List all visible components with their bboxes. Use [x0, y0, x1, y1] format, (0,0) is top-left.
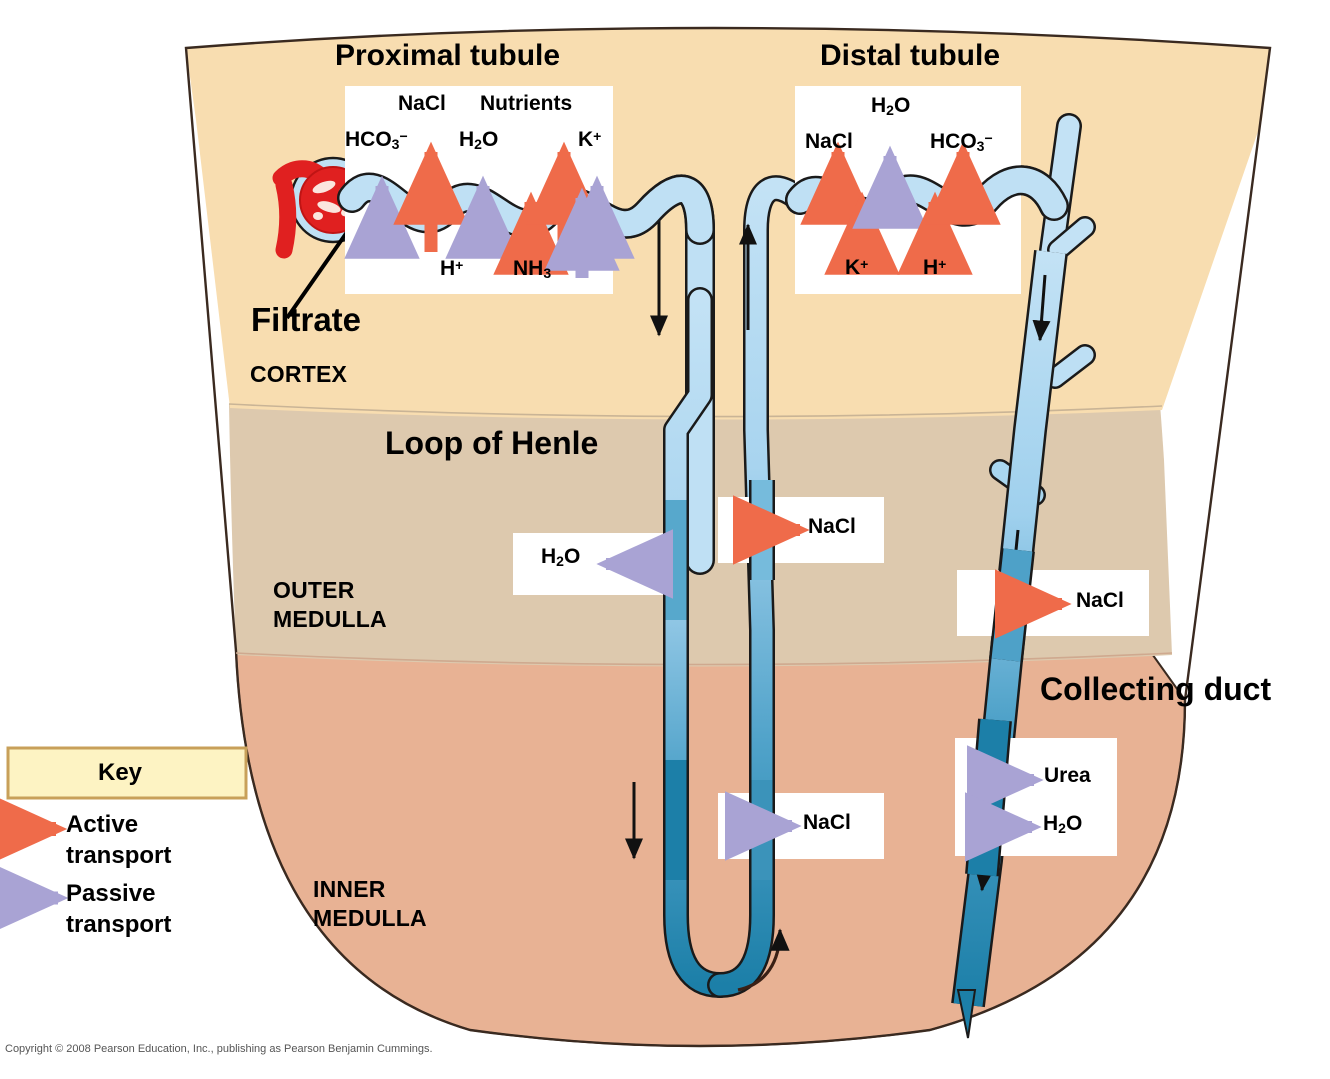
proximal-label-nacl: NaCl: [398, 92, 446, 115]
filtrate-label: Filtrate: [251, 301, 362, 338]
proximal-label-hco3: HCO3−: [345, 128, 408, 152]
zone-label-outer-medulla-line1: OUTER: [273, 577, 355, 603]
zone-label-cortex: CORTEX: [250, 361, 348, 387]
ascending-limb: [707, 175, 813, 998]
distal-label-hplus: H+: [923, 256, 947, 279]
distal-label-kplus: K+: [845, 256, 869, 279]
key-title: Key: [98, 759, 143, 786]
distal-label-hco3: HCO3−: [930, 130, 993, 154]
zone-label-outer-medulla-line2: MEDULLA: [273, 606, 387, 632]
distal-tubule-title: Distal tubule: [820, 39, 1001, 72]
ascending-nacl-outer-panel: [718, 497, 884, 563]
distal-label-h2o: H2O: [871, 94, 911, 118]
key-label-passive-line2: transport: [66, 911, 172, 938]
flow-arrow-loop-bend: [737, 928, 790, 992]
loop-of-henle-title: Loop of Henle: [385, 425, 599, 461]
kidney-outline: [184, 26, 1272, 1048]
proximal-transport-arrows: [344, 141, 635, 278]
outer-inner-medulla-border: [235, 652, 1173, 666]
key-label-active-line2: transport: [66, 842, 172, 869]
collecting-duct-title: Collecting duct: [1040, 671, 1272, 707]
callout-label-descending-h2o: H2O: [541, 545, 581, 569]
distal-label-nacl: NaCl: [805, 130, 853, 153]
ascending-nacl-inner-panel: [718, 793, 884, 859]
zone-label-inner-medulla-line1: INNER: [313, 876, 386, 902]
copyright-notice: Copyright © 2008 Pearson Education, Inc.…: [5, 1043, 433, 1055]
callout-label-ascending-nacl-outer: NaCl: [808, 515, 856, 538]
distal-transport-arrows: [800, 141, 1001, 275]
callout-label-duct-h2o: H2O: [1043, 812, 1083, 836]
proximal-label-h2o: H2O: [459, 128, 499, 152]
proximal-tubule-title: Proximal tubule: [335, 39, 561, 72]
proximal-label-nutrients: Nutrients: [480, 92, 573, 115]
flow-arrow-duct-top: [1032, 274, 1051, 342]
proximal-label-hplus: H+: [440, 257, 464, 280]
proximal-label-kplus: K+: [578, 128, 602, 151]
callout-label-ascending-nacl-inner: NaCl: [803, 811, 851, 834]
callout-label-duct-urea: Urea: [1044, 764, 1091, 787]
callout-label-duct-nacl: NaCl: [1076, 589, 1124, 612]
key-label-passive-line1: Passive: [66, 880, 156, 907]
filtrate-leader-line: [285, 223, 354, 320]
zone-label-inner-medulla-line2: MEDULLA: [313, 905, 427, 931]
proximal-label-nh3: NH3: [513, 257, 552, 281]
key-label-active-line1: Active: [66, 811, 139, 838]
